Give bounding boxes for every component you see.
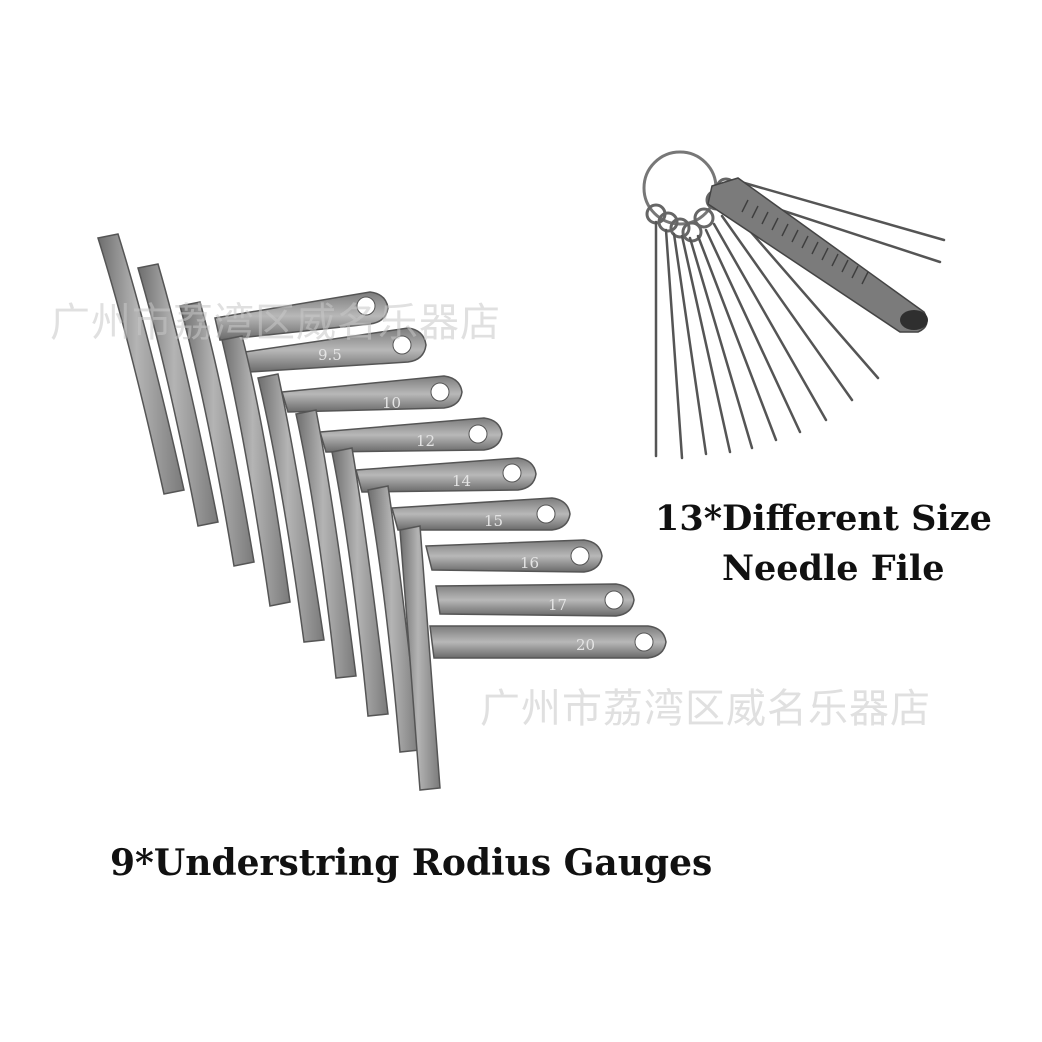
radius-gauge: 17 — [367, 485, 635, 753]
gauge-size-label: 17 — [548, 596, 567, 614]
needle-file-set — [642, 150, 946, 460]
radius-gauge: 9.5 — [137, 263, 427, 527]
gauge-size-label: 10 — [382, 394, 401, 412]
radius-gauge: 14 — [257, 373, 537, 643]
needle-file-handle — [707, 177, 928, 333]
gauge-caption: 9*Understring Rodius Gauges — [110, 842, 713, 884]
gauge-size-label: 14 — [452, 472, 471, 490]
radius-gauge-set: 9.5 10 12 14 15 — [97, 233, 667, 791]
watermark-text: 广州市荔湾区威名乐器店 — [480, 686, 931, 732]
radius-gauge: 10 — [179, 301, 463, 567]
gauge-size-label: 16 — [520, 554, 539, 572]
radius-gauge: 15 — [295, 409, 571, 679]
radius-gauge — [97, 233, 389, 495]
gauge-size-label: 20 — [576, 636, 595, 654]
gauge-size-label: 15 — [484, 512, 503, 530]
gauge-size-label: 12 — [416, 432, 435, 450]
watermark-text: 广州市荔湾区威名乐器店 — [50, 300, 501, 346]
radius-gauge: 16 — [331, 447, 603, 717]
radius-gauge: 20 — [399, 525, 667, 791]
needle-file-caption-line2: Needle File — [722, 548, 945, 589]
needle-file-caption-line1: 13*Different Size — [655, 498, 992, 539]
radius-gauge: 12 — [221, 335, 503, 607]
gauge-size-label: 9.5 — [318, 346, 342, 364]
